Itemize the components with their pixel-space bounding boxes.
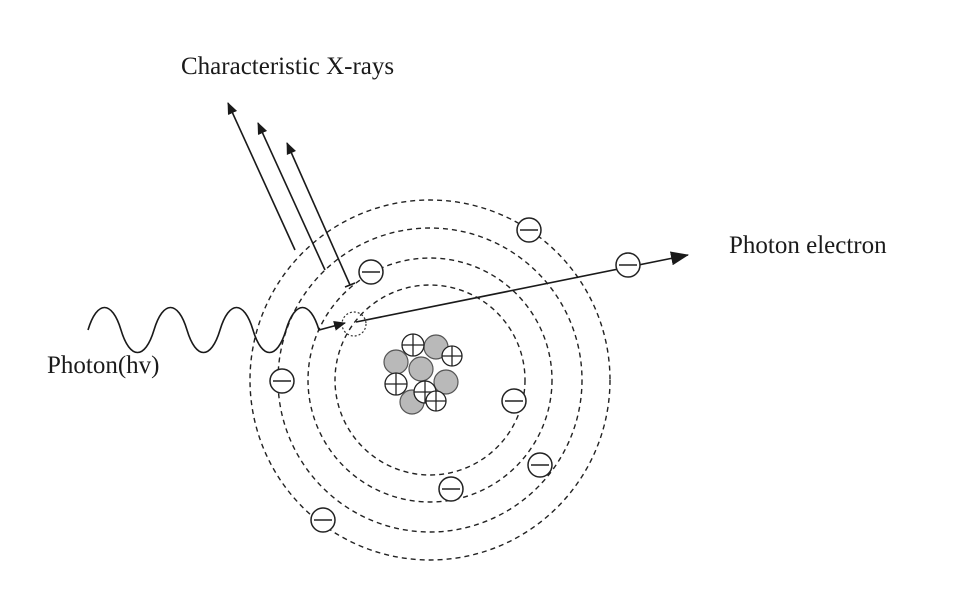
- electron: [516, 217, 542, 243]
- orbit-l-shell: [307, 257, 553, 503]
- neutron: [383, 349, 409, 375]
- orbit-m-shell: [277, 227, 583, 533]
- xray-arrow-2: [257, 122, 326, 271]
- proton: [441, 345, 463, 367]
- proton: [425, 390, 447, 412]
- proton: [384, 372, 408, 396]
- orbit-shells: [249, 199, 611, 561]
- xrays-label: Characteristic X-rays: [181, 53, 394, 80]
- xray-tick: [344, 282, 356, 288]
- electron: [310, 507, 336, 533]
- electron-vacancy: [341, 311, 367, 337]
- electron: [269, 368, 295, 394]
- neutron: [408, 356, 434, 382]
- photon-wave: [87, 306, 346, 354]
- xray-arrow-1: [227, 102, 296, 251]
- orbit-k-shell: [334, 284, 526, 476]
- nucleus: [383, 333, 463, 415]
- ejected-electron: [615, 252, 641, 278]
- neutron: [433, 369, 459, 395]
- orbit-n-shell: [249, 199, 611, 561]
- photon-electron-label: Photon electron: [729, 232, 887, 259]
- electrons: [269, 217, 641, 533]
- xray-arrows: [227, 102, 356, 288]
- electron: [527, 452, 553, 478]
- electron: [358, 259, 384, 285]
- electron: [501, 388, 527, 414]
- photon-label: Photon(hv): [47, 352, 160, 379]
- xray-arrow-3: [286, 142, 351, 286]
- electron: [438, 476, 464, 502]
- proton: [401, 333, 425, 357]
